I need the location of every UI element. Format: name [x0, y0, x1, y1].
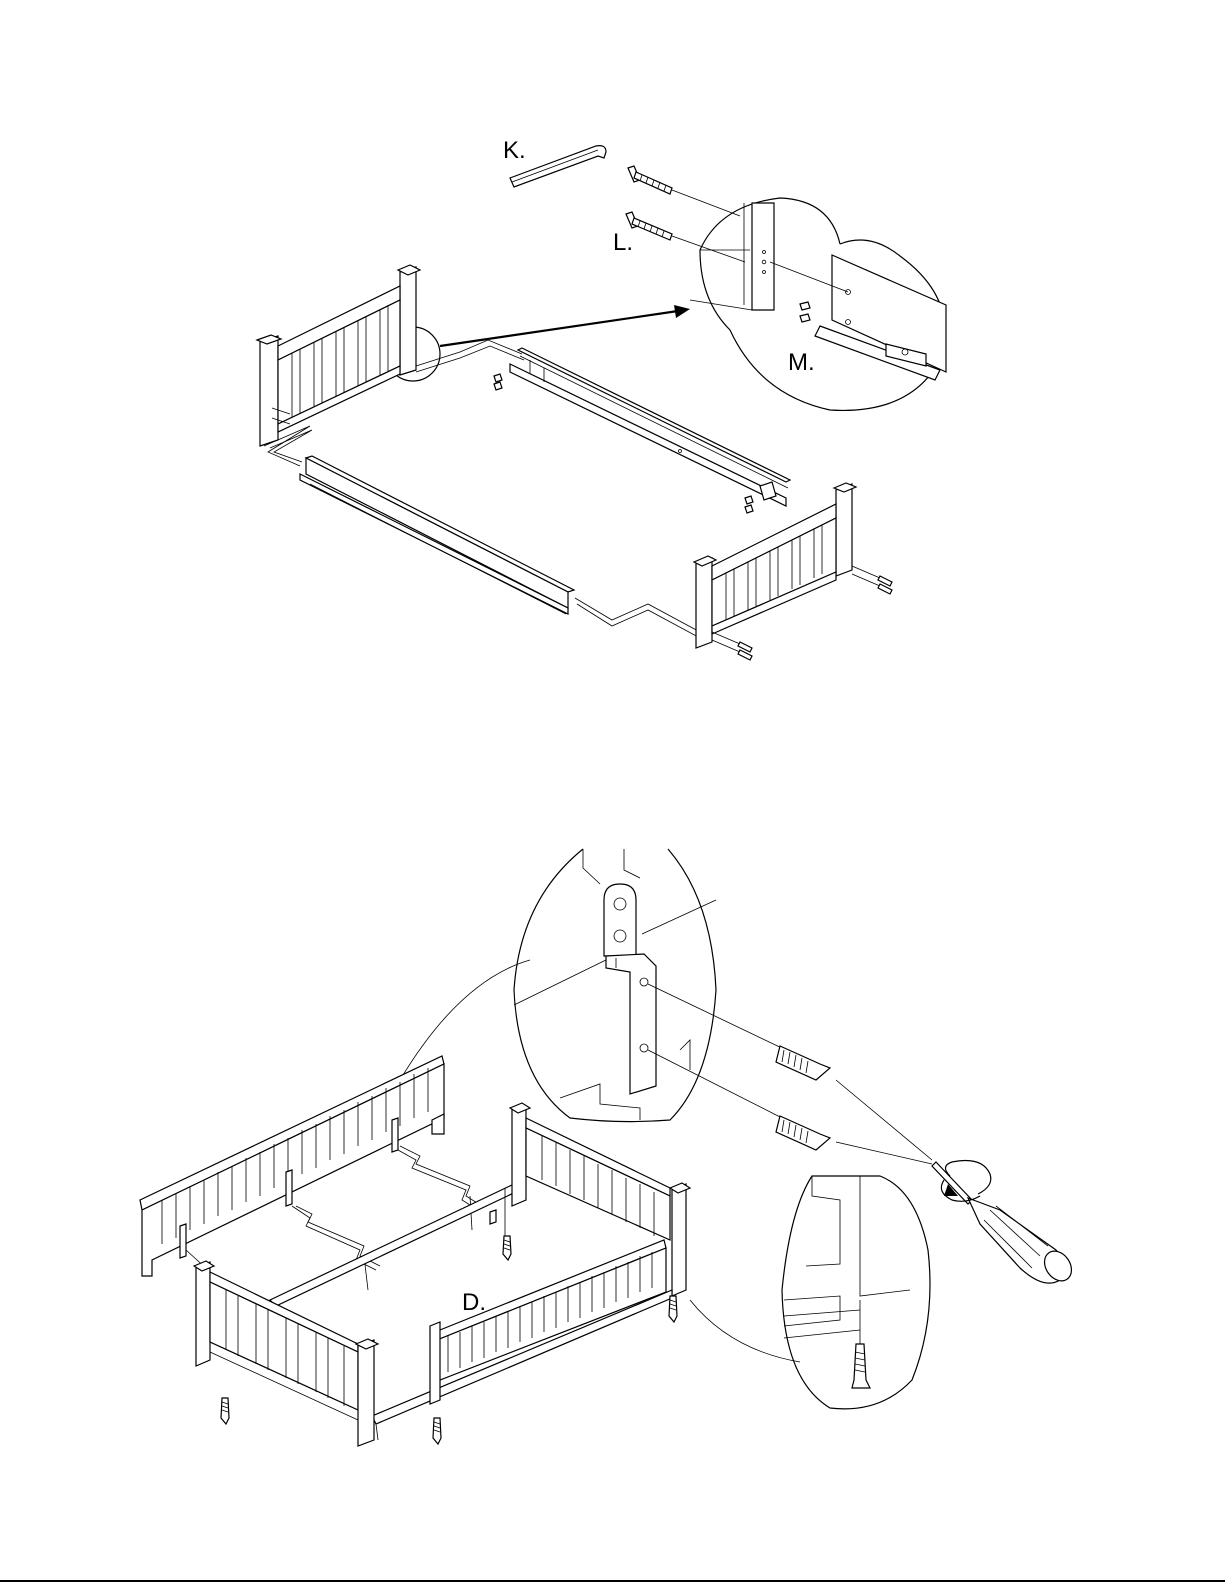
step2-diagram: D.: [140, 849, 1077, 1446]
front-rail-2: [372, 1240, 672, 1440]
screwdriver-icon: [932, 1161, 1077, 1286]
side-rail-front: [300, 456, 574, 614]
detail-circle-3: [690, 1176, 930, 1409]
label-l: L.: [613, 229, 633, 256]
screws-floating: [776, 1046, 932, 1164]
detail-connector: [400, 960, 530, 1080]
side-rail-back: [510, 348, 790, 506]
footboard-1: [694, 483, 856, 648]
page-bottom-rule: [0, 1580, 1225, 1582]
step1-diagram: K. L.: [257, 137, 946, 660]
detail-arrow: [440, 305, 690, 346]
headboard-1: [257, 265, 420, 446]
label-m: M.: [788, 349, 815, 376]
detail-circle-2: [514, 849, 790, 1122]
bolts-l: [626, 166, 745, 262]
label-k: K.: [503, 137, 526, 164]
label-d: D.: [462, 1289, 486, 1316]
detail-circle-1: [690, 198, 946, 410]
